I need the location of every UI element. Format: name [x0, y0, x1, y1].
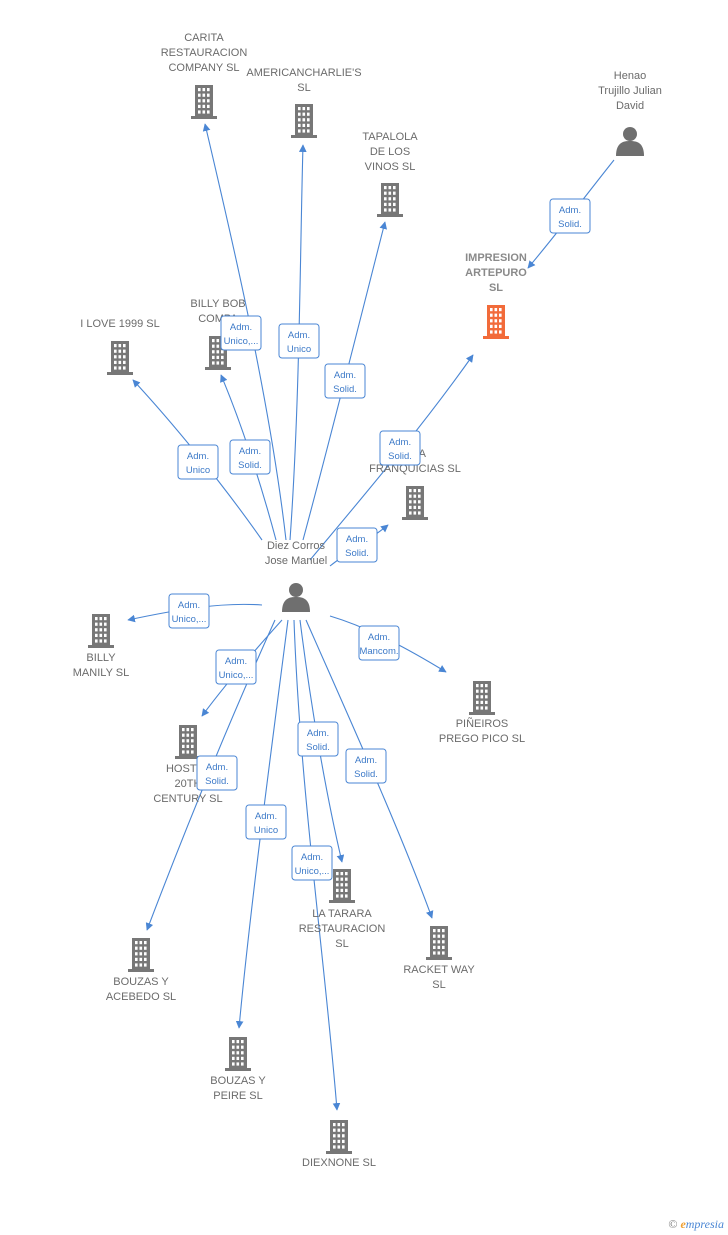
building-icon	[377, 183, 403, 217]
svg-text:Adm.Solid.: Adm.Solid.	[306, 728, 330, 753]
relation-labels-layer: Adm.Unico,...Adm.UnicoAdm.Solid.Adm.Soli…	[168, 198, 591, 881]
relation-label-diexnone[interactable]: Adm.Unico,...	[291, 845, 333, 881]
relation-label-tapalola_vinos[interactable]: Adm.Solid.	[324, 363, 366, 399]
relation-label-billy_bob[interactable]: Adm.Solid.	[229, 439, 271, 475]
relation-label-bouzas_peire[interactable]: Adm.Unico	[245, 804, 287, 840]
relation-label-bouzas_acebedo[interactable]: Adm.Solid.	[196, 755, 238, 791]
building-icon	[128, 938, 154, 972]
company-node-ilove[interactable]: I LOVE 1999 SL	[80, 318, 160, 375]
svg-text:Adm.Unico,...: Adm.Unico,...	[219, 656, 254, 681]
building-icon	[329, 869, 355, 903]
company-node-diexnone[interactable]: DIEXNONE SL	[302, 1120, 376, 1169]
brand-initial: e	[680, 1217, 686, 1231]
svg-text:Adm.Solid.: Adm.Solid.	[333, 370, 357, 395]
company-label: I LOVE 1999 SL	[80, 318, 160, 330]
building-icon	[107, 341, 133, 375]
svg-text:Adm.Unico: Adm.Unico	[186, 451, 210, 476]
building-icon	[291, 104, 317, 138]
relation-label-racket[interactable]: Adm.Solid.	[345, 748, 387, 784]
svg-text:Adm.Solid.: Adm.Solid.	[354, 755, 378, 780]
relation-label-impresion[interactable]: Adm.Solid.	[379, 430, 421, 466]
building-icon	[175, 725, 201, 759]
relation-label-pineiros[interactable]: Adm.Mancom.	[358, 625, 400, 661]
svg-text:Adm.Solid.: Adm.Solid.	[558, 205, 582, 230]
svg-text:Adm.Solid.: Adm.Solid.	[205, 762, 229, 787]
relation-label-billy_manily[interactable]: Adm.Unico,...	[168, 593, 210, 629]
relation-label-tapalola_franq[interactable]: Adm.Solid.	[336, 527, 378, 563]
person-icon	[282, 583, 310, 612]
relation-label-hostel[interactable]: Adm.Unico,...	[215, 649, 257, 685]
company-label: DIEXNONE SL	[302, 1157, 376, 1169]
relation-label-la_tarara[interactable]: Adm.Solid.	[297, 721, 339, 757]
building-icon	[402, 486, 428, 520]
building-icon	[469, 681, 495, 715]
svg-text:Adm.Unico,...: Adm.Unico,...	[224, 322, 259, 347]
svg-text:Adm.Unico: Adm.Unico	[254, 811, 278, 836]
building-icon	[426, 926, 452, 960]
building-icon	[483, 305, 509, 339]
relation-label-americancharlies[interactable]: Adm.Unico	[278, 323, 320, 359]
svg-text:Adm.Mancom.: Adm.Mancom.	[359, 632, 398, 657]
svg-text:Adm.Solid.: Adm.Solid.	[345, 534, 369, 559]
brand-name: mpresia	[685, 1217, 724, 1231]
relation-label-impresion[interactable]: Adm.Solid.	[549, 198, 591, 234]
svg-text:Adm.Solid.: Adm.Solid.	[238, 446, 262, 471]
building-icon	[191, 85, 217, 119]
svg-text:Adm.Solid.: Adm.Solid.	[388, 437, 412, 462]
svg-text:Adm.Unico,...: Adm.Unico,...	[295, 852, 330, 877]
building-icon	[225, 1037, 251, 1071]
building-icon	[326, 1120, 352, 1154]
building-icon	[88, 614, 114, 648]
copyright-symbol: ©	[668, 1217, 678, 1231]
svg-text:Adm.Unico: Adm.Unico	[287, 330, 311, 355]
svg-text:Adm.Unico,...: Adm.Unico,...	[172, 600, 207, 625]
person-icon	[616, 127, 644, 156]
empresia-watermark: © empresia	[668, 1217, 724, 1232]
relation-label-carita[interactable]: Adm.Unico,...	[220, 315, 262, 351]
relation-label-ilove[interactable]: Adm.Unico	[177, 444, 219, 480]
